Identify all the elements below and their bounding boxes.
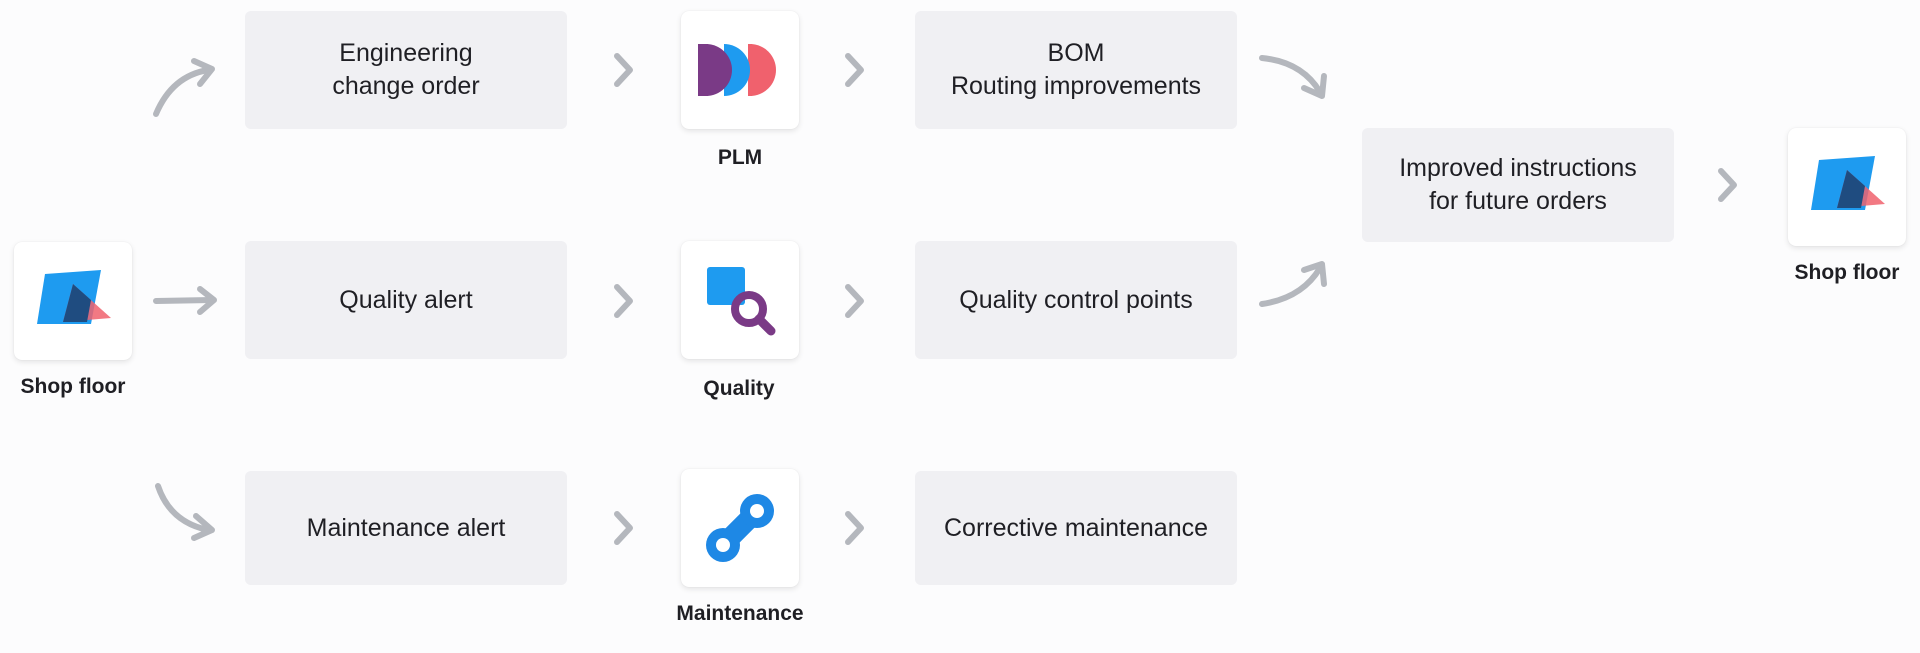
shop-floor-left-tile [14,242,132,360]
shop-floor-icon [33,266,113,336]
chevron-right-icon [614,53,633,87]
quality-tile [681,241,799,359]
maintenance-label: Maintenance [676,602,804,625]
quality-alert-box: Quality alert [245,241,567,359]
maintenance-tile [681,469,799,587]
chevron-right-icon [845,284,864,318]
curved-arrow-up-icon [1259,261,1327,307]
engineering-change-order-box: Engineering change order [245,11,567,129]
shop-floor-right-tile [1788,128,1906,246]
chevron-right-icon [845,511,864,545]
plm-icon [698,40,782,100]
chevron-right-icon [845,53,864,87]
curved-arrow-down-icon [1259,55,1327,99]
chevron-right-icon [614,284,633,318]
curved-arrow-down-icon [155,483,215,541]
shop-floor-left-label: Shop floor [20,375,126,398]
plm-label: PLM [717,146,763,169]
quality-control-points-box: Quality control points [915,241,1237,359]
corrective-maintenance-box: Corrective maintenance [915,471,1237,585]
chevron-right-icon [614,511,633,545]
shop-floor-icon [1807,152,1887,222]
bom-routing-box: BOM Routing improvements [915,11,1237,129]
chevron-right-icon [1718,168,1737,202]
plm-tile [681,11,799,129]
improved-instructions-box: Improved instructions for future orders [1362,128,1674,242]
curved-arrow-up-icon [153,58,215,117]
maintenance-alert-box: Maintenance alert [245,471,567,585]
quality-label: Quality [703,377,775,400]
quality-icon [705,265,776,336]
shop-floor-right-label: Shop floor [1794,261,1900,284]
arrow-right-icon [153,286,217,315]
maintenance-icon [705,493,775,563]
